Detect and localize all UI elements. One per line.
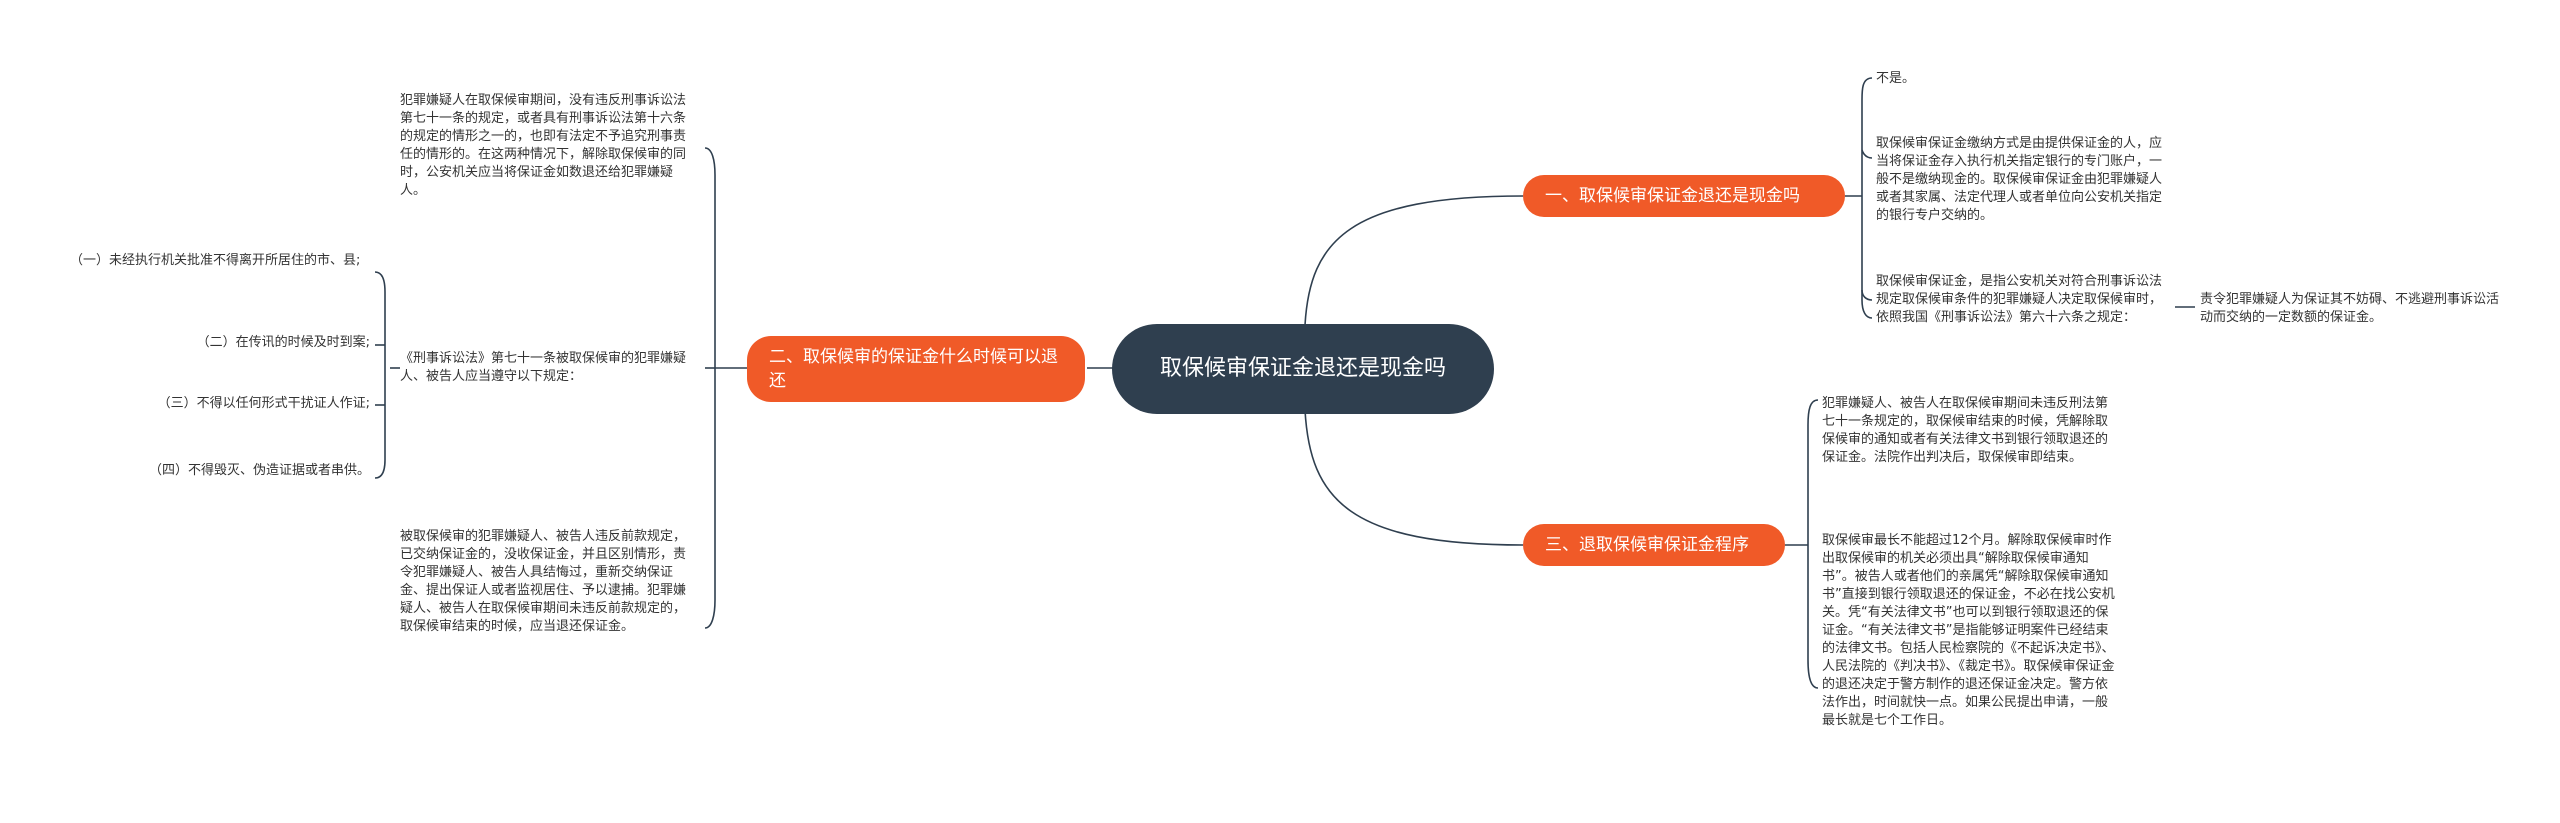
branch1-leaf-3: 取保候审保证金，是指公安机关对符合刑事诉讼法规定取保候审条件的犯罪嫌疑人决定取保… (1876, 274, 2163, 325)
branch3-leaf-1: 犯罪嫌疑人、被告人在取保候审期间未违反刑法第七十一条规定的，取保候审结束的时候，… (1822, 396, 2109, 465)
branch2-leaf-2: 《刑事诉讼法》第七十一条被取保候审的犯罪嫌疑人、被告人应当遵守以下规定： (400, 351, 687, 384)
bracket-branch3 (1807, 399, 1819, 689)
root-node[interactable]: 取保候审保证金退还是现金吗 (1112, 324, 1494, 414)
branch2-subleaf-1: （一）未经执行机关批准不得离开所居住的市、县; (70, 253, 361, 268)
branch1-leaf-1: 不是。 (1876, 71, 1916, 86)
branch2-leaf-3: 被取保候审的犯罪嫌疑人、被告人违反前款规定，已交纳保证金的，没收保证金，并且区别… (400, 529, 687, 634)
branch-label-2: 二、取保候审的保证金什么时候可以退还 (769, 347, 1058, 391)
branch3-leaf-2: 取保候审最长不能超过12个月。解除取保候审时作出取保候审的机关必须出具“解除取保… (1822, 533, 2115, 728)
branch2-subleaf-4: （四）不得毁灭、伪造证据或者串供。 (148, 463, 370, 478)
link-root-branch1 (1304, 195, 1524, 326)
bracket-branch2-sub (374, 271, 386, 479)
branch-label-3: 三、退取保候审保证金程序 (1545, 535, 1749, 555)
root-label: 取保候审保证金退还是现金吗 (1159, 356, 1446, 381)
link-root-branch3 (1304, 409, 1524, 546)
branch1-leaf-3-child: 责令犯罪嫌疑人为保证其不妨碍、不逃避刑事诉讼活动而交纳的一定数额的保证金。 (2200, 292, 2500, 325)
bracket-branch2 (704, 147, 716, 629)
branch2-leaf-1: 犯罪嫌疑人在取保候审期间，没有违反刑事诉讼法第七十一条的规定，或者具有刑事诉讼法… (400, 93, 687, 198)
branch-node-3[interactable]: 三、退取保候审保证金程序 (1523, 524, 1785, 566)
branch-label-1: 一、取保候审保证金退还是现金吗 (1545, 186, 1800, 206)
branch1-leaf-2: 取保候审保证金缴纳方式是由提供保证金的人，应当将保证金存入执行机关指定银行的专门… (1876, 136, 2163, 223)
branch2-subleaf-2: （二）在传讯的时候及时到案; (196, 335, 370, 350)
branch-node-1[interactable]: 一、取保候审保证金退还是现金吗 (1523, 175, 1845, 217)
branch2-subleaf-3: （三）不得以任何形式干扰证人作证; (157, 396, 370, 411)
bracket-branch1 (1861, 77, 1873, 319)
branch-node-2[interactable]: 二、取保候审的保证金什么时候可以退还 (747, 336, 1085, 402)
